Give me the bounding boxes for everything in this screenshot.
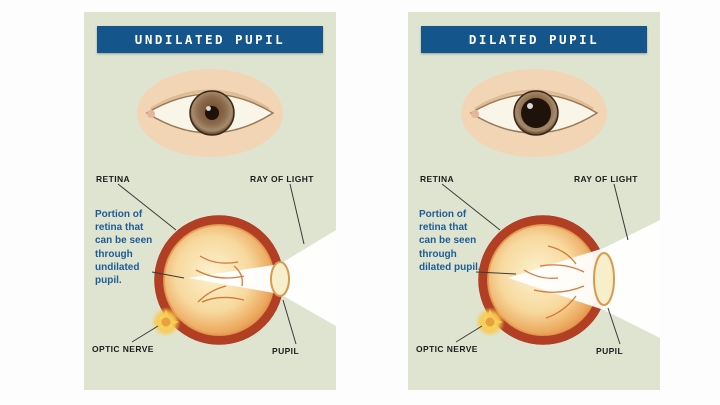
front-eye-illustration-undilated: [135, 66, 285, 160]
panel-header-undilated: UNDILATED PUPIL: [97, 26, 323, 53]
light-beam: [188, 230, 336, 326]
caption-dilated: Portion of retina that can be seen throu…: [419, 209, 481, 273]
eye-cross-section-undilated: [117, 183, 336, 345]
blood-vessels: [195, 255, 245, 303]
panel-dilated: DILATED PUPIL: [408, 12, 660, 390]
tear-duct: [147, 110, 155, 118]
front-eye-svg: [461, 69, 607, 157]
panel-header-dilated: DILATED PUPIL: [421, 26, 647, 53]
front-eye-svg: [137, 69, 283, 157]
lens-dilated: [593, 252, 615, 306]
eye-cross-section-dilated: [441, 183, 660, 345]
label-optic-nerve: OPTIC NERVE: [416, 344, 478, 354]
lens-undilated: [270, 261, 290, 297]
pupil-large: [521, 98, 551, 128]
label-pupil: PUPIL: [272, 346, 300, 356]
optic-nerve-glow: [475, 307, 505, 337]
label-pupil: PUPIL: [596, 346, 624, 356]
label-ray-of-light: RAY OF LIGHT: [250, 174, 314, 184]
label-ray-of-light: RAY OF LIGHT: [574, 174, 638, 184]
eye-highlight: [527, 103, 533, 109]
label-retina: RETINA: [96, 174, 131, 184]
tear-duct: [471, 110, 479, 118]
panel-title: UNDILATED PUPIL: [134, 32, 286, 47]
pointer-lines: [441, 183, 629, 345]
eye-highlight: [206, 106, 211, 111]
label-optic-nerve: OPTIC NERVE: [92, 344, 154, 354]
light-beam: [508, 220, 660, 338]
panel-undilated: UNDILATED PUPIL: [84, 12, 336, 390]
label-retina: RETINA: [420, 174, 455, 184]
blood-vessels: [523, 245, 585, 319]
caption-undilated: Portion of retina that can be seen throu…: [95, 209, 153, 286]
optic-nerve-glow: [151, 307, 181, 337]
front-eye-illustration-dilated: [459, 66, 609, 160]
pointer-lines: [117, 183, 305, 345]
panel-title: DILATED PUPIL: [468, 32, 600, 47]
